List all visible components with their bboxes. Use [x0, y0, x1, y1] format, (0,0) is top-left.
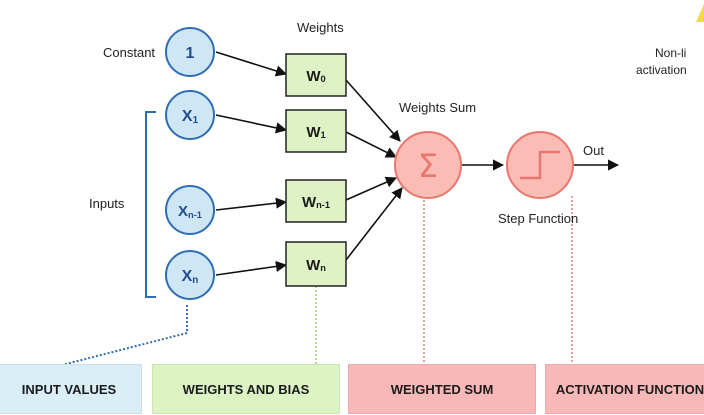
node-xn: Xn — [165, 250, 215, 300]
weight-w0: W0 — [285, 53, 347, 97]
arrow-xn-wn — [215, 260, 288, 276]
nonlinear-label-line1: Non-li — [655, 46, 686, 60]
weight-wn1: Wn-1 — [285, 179, 347, 223]
node-x1: X1 — [165, 90, 215, 140]
arrow-wn-sum — [345, 187, 403, 261]
step-function-label: Step Function — [498, 211, 578, 226]
arrow-w0-sum — [345, 79, 401, 142]
node-xn-label: Xn — [182, 268, 199, 286]
constant-label: Constant — [103, 45, 155, 60]
banner-input-values: INPUT VALUES — [0, 364, 142, 414]
step-node — [506, 131, 574, 199]
arrow-xn1-wn1 — [215, 197, 288, 211]
weight-w1: W1 — [285, 109, 347, 153]
node-constant-label: 1 — [186, 45, 195, 62]
banner-weighted-sum: WEIGHTED SUM — [348, 364, 536, 414]
banner-activation-function: ACTIVATION FUNCTION — [545, 364, 704, 414]
node-constant: 1 — [165, 27, 215, 77]
weight-wn-label: Wn — [306, 257, 326, 274]
node-xn1-label: Xn-1 — [178, 203, 202, 220]
sum-node: Σ — [394, 131, 462, 199]
nonlinear-label-line2: activation — [636, 63, 687, 77]
weight-wn: Wn — [285, 241, 347, 287]
weights-sum-label: Weights Sum — [399, 100, 476, 115]
step-function-icon — [520, 150, 560, 180]
inputs-label: Inputs — [89, 196, 125, 211]
weight-wn1-label: Wn-1 — [302, 194, 330, 211]
node-xn1: Xn-1 — [165, 185, 215, 235]
banner-weights-and-bias: WEIGHTS AND BIAS — [152, 364, 340, 414]
arrow-wn1-sum — [345, 176, 398, 201]
weight-w0-label: W0 — [306, 68, 325, 85]
weight-w1-label: W1 — [306, 124, 325, 141]
weights-title: Weights — [297, 20, 344, 35]
arrow-constant-w0 — [215, 51, 288, 77]
arrow-x1-w1 — [215, 114, 288, 134]
node-x1-label: X1 — [182, 108, 199, 126]
sigma-icon: Σ — [418, 147, 438, 185]
dotted-input-connector — [61, 305, 188, 366]
inputs-bracket — [145, 111, 156, 298]
nonlinear-accent-shape — [696, 4, 704, 22]
out-label: Out — [583, 143, 604, 158]
arrow-w1-sum — [345, 131, 398, 158]
